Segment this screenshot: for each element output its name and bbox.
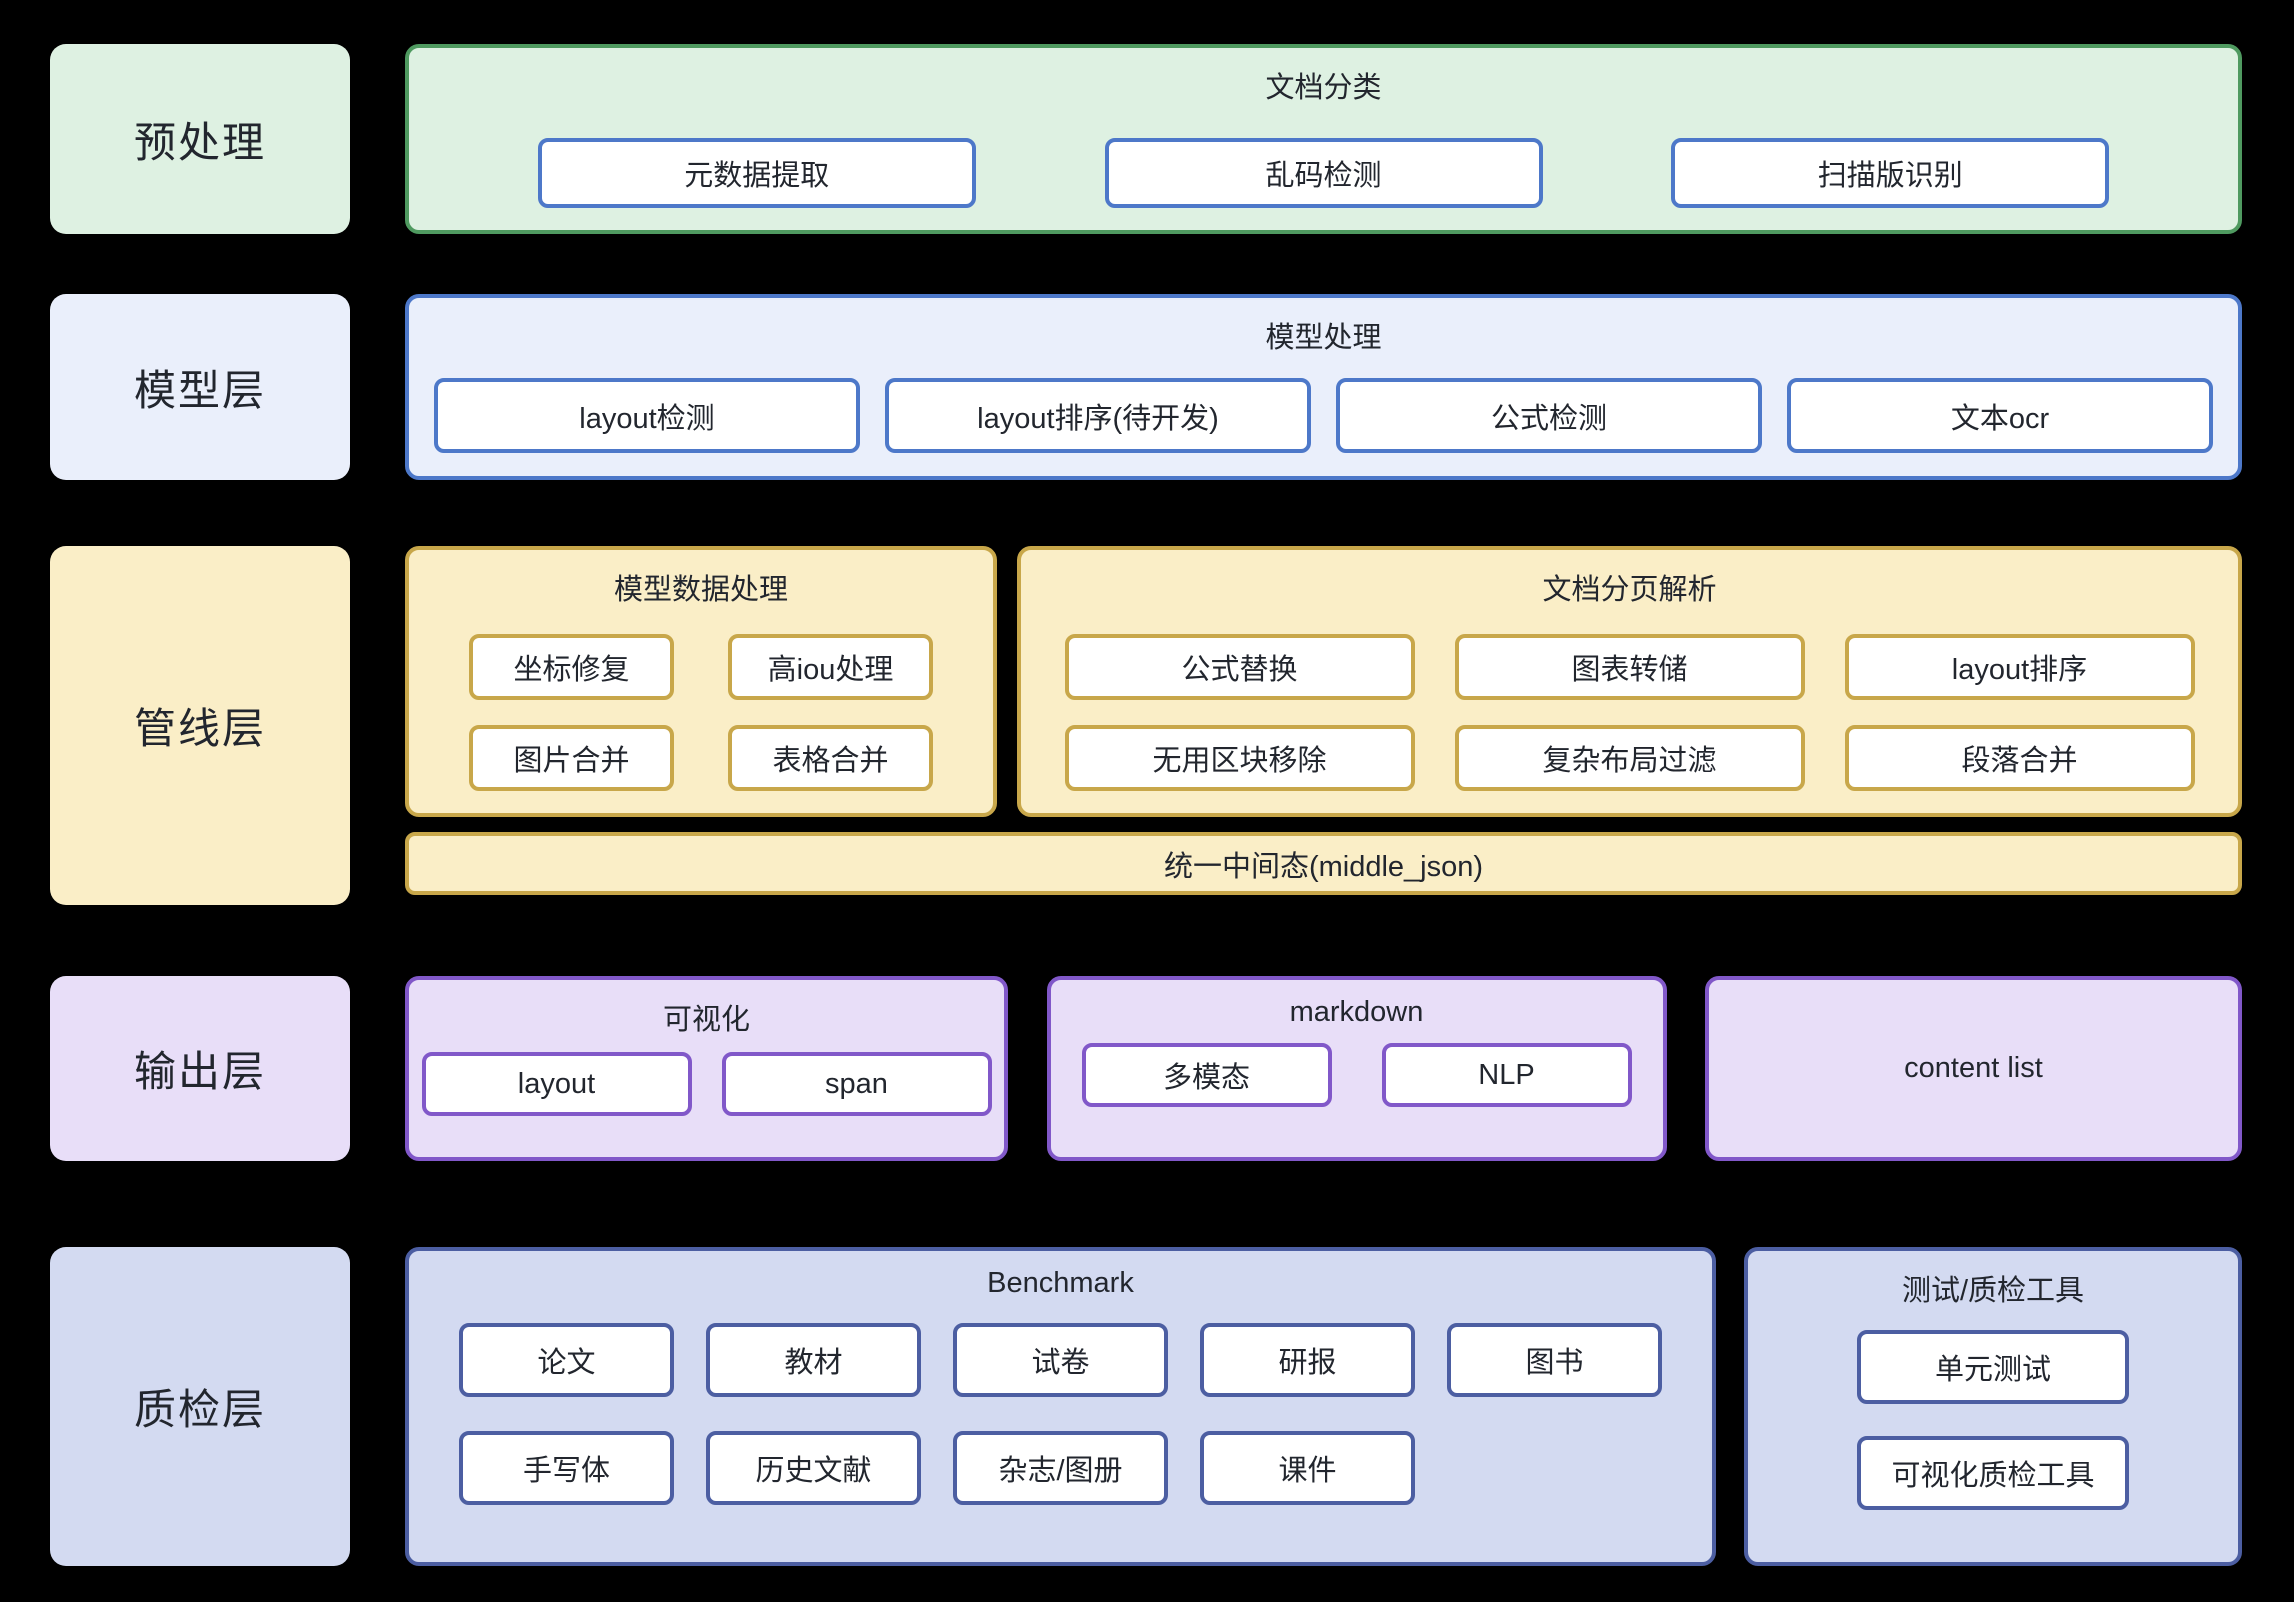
node-exam-papers: 试卷 <box>953 1323 1168 1397</box>
group-model-processing: 模型处理 layout检测 layout排序(待开发) 公式检测 文本ocr <box>405 294 2242 480</box>
doc-classification-items: 元数据提取 乱码检测 扫描版识别 <box>409 138 2238 208</box>
group-title-content-list: content list <box>1904 1052 2043 1084</box>
group-markdown: markdown 多模态 NLP <box>1046 976 1667 1161</box>
layer-row-model: 模型层 模型处理 layout检测 layout排序(待开发) 公式检测 文本o… <box>50 294 2242 480</box>
node-research-reports: 研报 <box>1200 1323 1415 1397</box>
node-paragraph-merge: 段落合并 <box>1844 725 2195 791</box>
node-complex-layout-filter: 复杂布局过滤 <box>1454 725 1805 791</box>
node-handwriting: 手写体 <box>459 1431 674 1505</box>
node-coordinate-fix: 坐标修复 <box>469 634 674 700</box>
node-formula-replacement: 公式替换 <box>1064 634 1415 700</box>
layer-row-qa: 质检层 Benchmark 论文 教材 试卷 研报 图书 手写体 历史文献 杂志… <box>50 1247 2242 1566</box>
node-unit-test: 单元测试 <box>1857 1330 2129 1404</box>
group-title-qa-tools: 测试/质检工具 <box>1901 1275 2085 1307</box>
node-scanned-version-recognition: 扫描版识别 <box>1671 138 2110 208</box>
group-title-benchmark: Benchmark <box>987 1267 1134 1299</box>
node-layout-detection: layout检测 <box>434 378 860 453</box>
visualization-items: layout span <box>409 1052 1004 1116</box>
node-span-visualization: span <box>721 1052 992 1116</box>
node-table-merge: 表格合并 <box>728 725 933 791</box>
unified-middle-state-bar: 统一中间态(middle_json) <box>405 832 2242 895</box>
layer-row-output: 输出层 可视化 layout span markdown 多模态 NLP con… <box>50 976 2242 1161</box>
group-model-data-processing: 模型数据处理 坐标修复 高iou处理 图片合并 表格合并 <box>405 546 997 817</box>
pipeline-groups: 模型数据处理 坐标修复 高iou处理 图片合并 表格合并 文档分页解析 公式替换… <box>405 546 2242 817</box>
node-formula-detection: 公式检测 <box>1336 378 1762 453</box>
node-nlp: NLP <box>1381 1043 1632 1107</box>
layer-label-output: 输出层 <box>50 976 350 1161</box>
node-historical-documents: 历史文献 <box>706 1431 921 1505</box>
layer-label-pipeline: 管线层 <box>50 546 350 905</box>
node-chart-dump: 图表转储 <box>1454 634 1805 700</box>
group-title-model-data-processing: 模型数据处理 <box>613 574 788 606</box>
group-title-doc-page-parsing: 文档分页解析 <box>1542 574 1717 606</box>
node-image-merge: 图片合并 <box>469 725 674 791</box>
benchmark-items: 论文 教材 试卷 研报 图书 手写体 历史文献 杂志/图册 课件 <box>409 1323 1712 1505</box>
node-high-iou-handling: 高iou处理 <box>728 634 933 700</box>
model-data-processing-items: 坐标修复 高iou处理 图片合并 表格合并 <box>409 634 993 791</box>
model-processing-items: layout检测 layout排序(待开发) 公式检测 文本ocr <box>409 378 2238 453</box>
node-visual-qa-tool: 可视化质检工具 <box>1857 1436 2129 1510</box>
node-papers: 论文 <box>459 1323 674 1397</box>
node-layout-visualization: layout <box>421 1052 692 1116</box>
group-doc-classification: 文档分类 元数据提取 乱码检测 扫描版识别 <box>405 44 2242 234</box>
group-visualization: 可视化 layout span <box>405 976 1008 1161</box>
node-layout-sorting-todo: layout排序(待开发) <box>885 378 1311 453</box>
layer-row-pipeline: 管线层 模型数据处理 坐标修复 高iou处理 图片合并 表格合并 文档分页解析 … <box>50 546 2242 905</box>
layer-label-qa: 质检层 <box>50 1247 350 1566</box>
layer-label-model: 模型层 <box>50 294 350 480</box>
group-title-doc-classification: 文档分类 <box>1265 72 1382 104</box>
node-multimodal: 多模态 <box>1081 1043 1332 1107</box>
group-qa-tools: 测试/质检工具 单元测试 可视化质检工具 <box>1744 1247 2242 1566</box>
node-garbled-text-detection: 乱码检测 <box>1104 138 1543 208</box>
node-layout-sorting: layout排序 <box>1844 634 2195 700</box>
doc-page-parsing-items: 公式替换 图表转储 layout排序 无用区块移除 复杂布局过滤 段落合并 <box>1021 634 2238 791</box>
qa-tools-items: 单元测试 可视化质检工具 <box>1748 1330 2238 1510</box>
group-title-visualization: 可视化 <box>662 1004 750 1036</box>
node-books: 图书 <box>1447 1323 1662 1397</box>
node-magazines-albums: 杂志/图册 <box>953 1431 1168 1505</box>
markdown-items: 多模态 NLP <box>1051 1043 1663 1107</box>
group-benchmark: Benchmark 论文 教材 试卷 研报 图书 手写体 历史文献 杂志/图册 … <box>405 1247 1716 1566</box>
group-content-list: content list <box>1705 976 2242 1161</box>
node-courseware: 课件 <box>1200 1431 1415 1505</box>
layer-label-preprocess: 预处理 <box>50 44 350 234</box>
node-useless-block-removal: 无用区块移除 <box>1064 725 1415 791</box>
group-title-model-processing: 模型处理 <box>1265 322 1382 354</box>
node-metadata-extraction: 元数据提取 <box>537 138 976 208</box>
group-doc-page-parsing: 文档分页解析 公式替换 图表转储 layout排序 无用区块移除 复杂布局过滤 … <box>1017 546 2242 817</box>
group-title-markdown: markdown <box>1289 996 1424 1028</box>
layer-row-preprocess: 预处理 文档分类 元数据提取 乱码检测 扫描版识别 <box>50 44 2242 234</box>
node-textbooks: 教材 <box>706 1323 921 1397</box>
node-text-ocr: 文本ocr <box>1787 378 2213 453</box>
